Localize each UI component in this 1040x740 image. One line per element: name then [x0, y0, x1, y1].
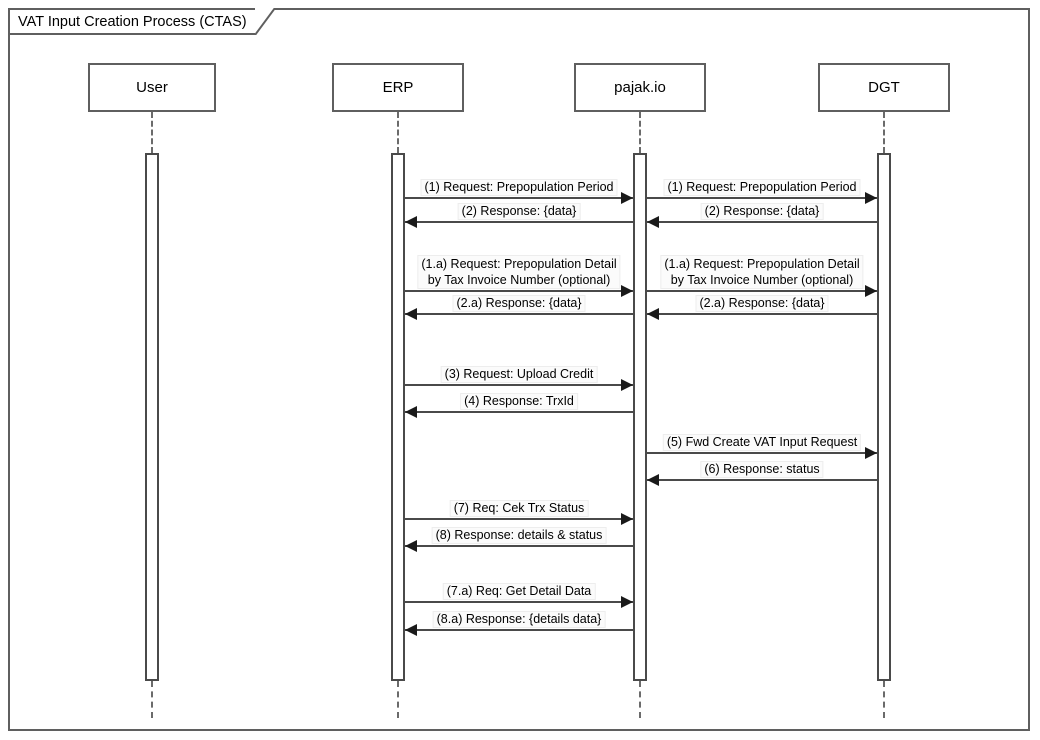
message-label-line: (3) Request: Upload Credit	[444, 367, 594, 381]
message-label-line: (2) Response: {data}	[461, 204, 577, 218]
message-label-line: (6) Response: status	[704, 462, 820, 476]
frame-label-tail-shape	[255, 8, 275, 35]
message-label-m1ar: (1.a) Request: Prepopulation Detail by Ta…	[660, 255, 864, 289]
lifeline-dash-top-dgt	[883, 112, 885, 153]
message-line-m4	[405, 411, 633, 413]
lifeline-label-user: User	[136, 79, 168, 96]
lifeline-dash-bottom-pajak	[639, 681, 641, 718]
message-line-m7a	[405, 601, 633, 603]
message-line-m1a	[405, 290, 633, 292]
message-arrowhead-m6	[647, 474, 659, 486]
activation-bar-user	[145, 153, 159, 681]
message-label-line: (7) Req: Cek Trx Status	[453, 501, 585, 515]
message-label-line: (1.a) Request: Prepopulation Detail	[421, 257, 617, 271]
message-label-m8: (8) Response: details & status	[431, 527, 607, 544]
message-label-line: (5) Fwd Create VAT Input Request	[666, 435, 858, 449]
lifeline-label-erp: ERP	[382, 79, 414, 96]
message-label-m7: (7) Req: Cek Trx Status	[449, 500, 589, 517]
message-label-line: by Tax Invoice Number (optional)	[670, 273, 854, 287]
lifeline-head-dgt: DGT	[818, 63, 950, 112]
activation-bar-erp	[391, 153, 405, 681]
message-line-m2	[405, 221, 633, 223]
message-arrowhead-m2ar	[647, 308, 659, 320]
message-label-m8a: (8.a) Response: {details data}	[432, 611, 606, 628]
message-line-m1r	[647, 197, 877, 199]
message-arrowhead-m3	[621, 379, 633, 391]
activation-bar-pajak	[633, 153, 647, 681]
message-arrowhead-m1a	[621, 285, 633, 297]
message-arrowhead-m8	[405, 540, 417, 552]
message-arrowhead-m2	[405, 216, 417, 228]
message-label-m1r: (1) Request: Prepopulation Period	[663, 179, 861, 196]
message-label-line: by Tax Invoice Number (optional)	[427, 273, 611, 287]
lifeline-label-dgt: DGT	[868, 79, 900, 96]
message-label-line: (7.a) Req: Get Detail Data	[446, 584, 592, 598]
message-label-m5: (5) Fwd Create VAT Input Request	[662, 434, 862, 451]
message-arrowhead-m2a	[405, 308, 417, 320]
message-line-m2r	[647, 221, 877, 223]
lifeline-head-erp: ERP	[332, 63, 464, 112]
frame-label: VAT Input Creation Process (CTAS)	[8, 8, 255, 35]
message-label-line: (8) Response: details & status	[435, 528, 603, 542]
lifeline-head-user: User	[88, 63, 216, 112]
message-line-m1	[405, 197, 633, 199]
message-label-line: (1) Request: Prepopulation Period	[424, 180, 614, 194]
lifeline-dash-bottom-user	[151, 681, 153, 718]
lifeline-dash-bottom-dgt	[883, 681, 885, 718]
lifeline-dash-bottom-erp	[397, 681, 399, 718]
message-arrowhead-m7	[621, 513, 633, 525]
message-line-m2ar	[647, 313, 877, 315]
message-label-m2ar: (2.a) Response: {data}	[695, 295, 829, 312]
message-label-m2r: (2) Response: {data}	[700, 203, 824, 220]
message-label-m7a: (7.a) Req: Get Detail Data	[442, 583, 596, 600]
lifeline-dash-top-erp	[397, 112, 399, 153]
message-label-m4: (4) Response: TrxId	[460, 393, 578, 410]
message-arrowhead-m2r	[647, 216, 659, 228]
message-label-line: (4) Response: TrxId	[464, 394, 574, 408]
lifeline-dash-top-pajak	[639, 112, 641, 153]
message-arrowhead-m4	[405, 406, 417, 418]
lifeline-head-pajak: pajak.io	[574, 63, 706, 112]
message-label-line: (1) Request: Prepopulation Period	[667, 180, 857, 194]
message-label-line: (1.a) Request: Prepopulation Detail	[664, 257, 860, 271]
message-label-m2a: (2.a) Response: {data}	[452, 295, 586, 312]
lifeline-dash-top-user	[151, 112, 153, 153]
activation-bar-dgt	[877, 153, 891, 681]
message-label-m1: (1) Request: Prepopulation Period	[420, 179, 618, 196]
message-label-line: (2) Response: {data}	[704, 204, 820, 218]
message-line-m6	[647, 479, 877, 481]
message-label-m1a: (1.a) Request: Prepopulation Detail by Ta…	[417, 255, 621, 289]
message-label-line: (8.a) Response: {details data}	[436, 612, 602, 626]
message-label-m3: (3) Request: Upload Credit	[440, 366, 598, 383]
message-line-m2a	[405, 313, 633, 315]
message-label-m6: (6) Response: status	[700, 461, 824, 478]
message-label-m2: (2) Response: {data}	[457, 203, 581, 220]
message-label-line: (2.a) Response: {data}	[699, 296, 825, 310]
frame-label-tail	[255, 8, 275, 35]
message-arrowhead-m5	[865, 447, 877, 459]
message-line-m8	[405, 545, 633, 547]
message-arrowhead-m1ar	[865, 285, 877, 297]
message-arrowhead-m7a	[621, 596, 633, 608]
message-line-m7	[405, 518, 633, 520]
message-line-m5	[647, 452, 877, 454]
message-line-m8a	[405, 629, 633, 631]
message-line-m1ar	[647, 290, 877, 292]
message-line-m3	[405, 384, 633, 386]
lifeline-label-pajak: pajak.io	[614, 79, 666, 96]
message-arrowhead-m1r	[865, 192, 877, 204]
message-arrowhead-m8a	[405, 624, 417, 636]
message-arrowhead-m1	[621, 192, 633, 204]
message-label-line: (2.a) Response: {data}	[456, 296, 582, 310]
